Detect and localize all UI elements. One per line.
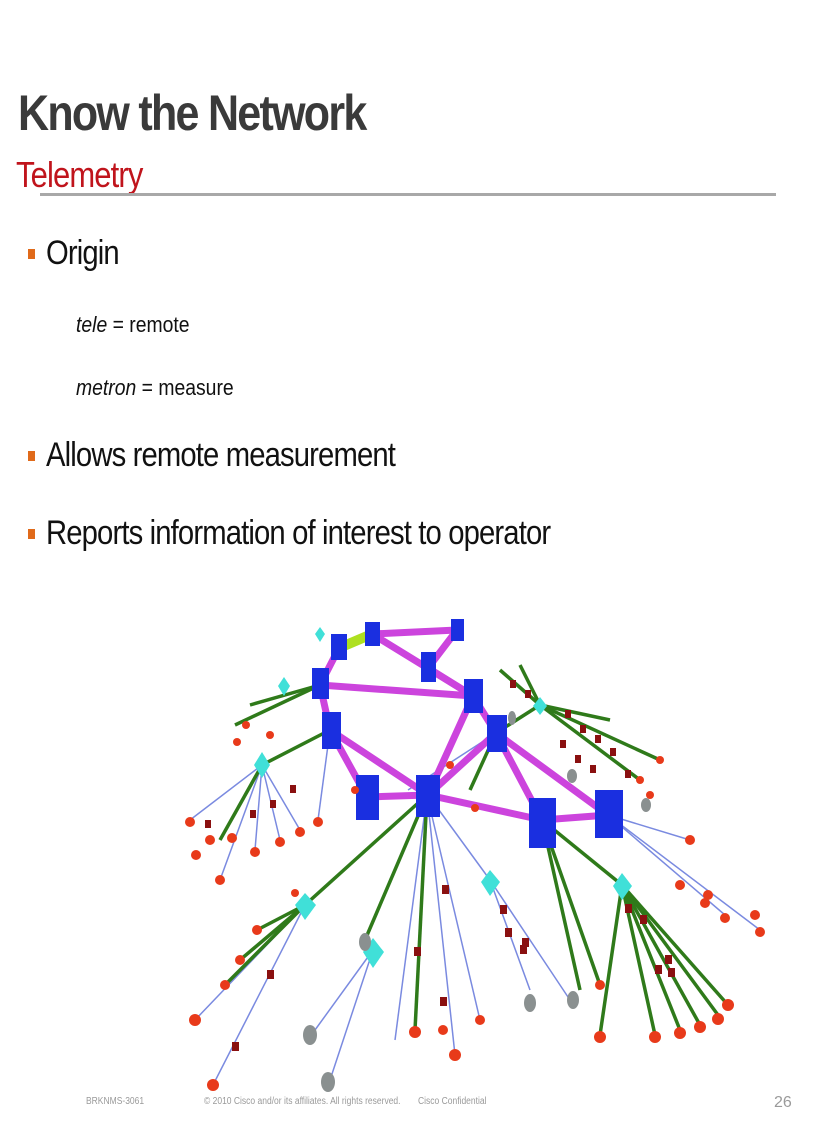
- bullet-text: Origin: [46, 234, 120, 272]
- footer-confidential: Cisco Confidential: [418, 1096, 487, 1107]
- footer-session-id: BRKNMS-3061: [86, 1096, 145, 1107]
- term: tele: [76, 312, 108, 337]
- sub-item-tele: tele = remote: [76, 312, 190, 338]
- bullet-square-icon: [28, 248, 35, 259]
- definition: = measure: [136, 375, 234, 400]
- bullet-square-icon: [28, 528, 35, 539]
- bullet-origin: Origin: [28, 234, 131, 273]
- slide-subtitle: Telemetry: [16, 154, 143, 195]
- network-topology-diagram: [185, 619, 765, 1092]
- bullet-text: Reports information of interest to opera…: [46, 514, 551, 552]
- bullet-text: Allows remote measurement: [46, 436, 396, 474]
- footer-copyright: © 2010 Cisco and/or its affiliates. All …: [204, 1096, 401, 1107]
- term: metron: [76, 375, 137, 400]
- sub-item-metron: metron = measure: [76, 375, 234, 401]
- bullet-remote-measurement: Allows remote measurement: [28, 436, 452, 475]
- page-number: 26: [774, 1094, 792, 1111]
- bullet-reports-info: Reports information of interest to opera…: [28, 514, 632, 553]
- bullet-square-icon: [28, 450, 35, 461]
- definition: = remote: [107, 312, 190, 337]
- slide-title: Know the Network: [18, 85, 367, 141]
- title-divider: [40, 193, 776, 196]
